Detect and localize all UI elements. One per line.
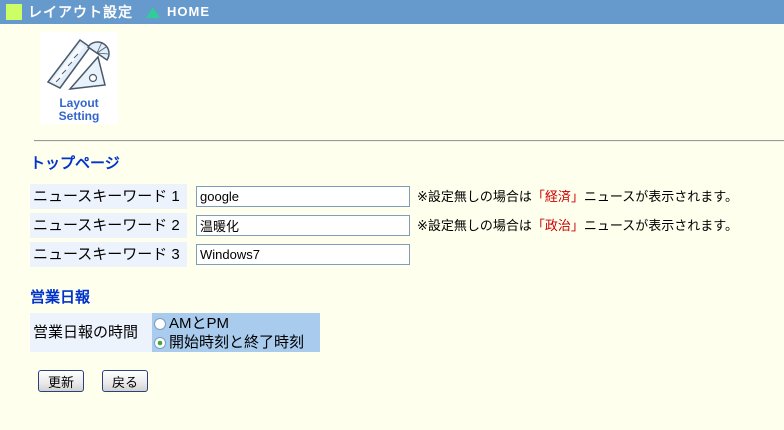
section-title-top-page: トップページ [30,155,120,172]
radio-icon[interactable] [154,317,166,330]
radio-option-start-end-time[interactable]: 開始時刻と終了時刻 [154,333,320,352]
icon-caption-line2: Setting [58,109,100,123]
layout-setting-icon: Layout Setting [40,32,118,124]
radio-option-label: 開始時刻と終了時刻 [169,334,305,351]
horizontal-divider [34,140,784,142]
note-highlight: 「政治」 [531,218,584,233]
note-text: ニュースが表示されます。 [583,218,738,233]
radio-option-label: AMとPM [169,315,230,332]
note-highlight: 「経済」 [531,189,584,204]
report-time-options: AMとPM 開始時刻と終了時刻 [152,313,320,352]
keyword2-input[interactable] [196,215,410,236]
note-text: ※設定無しの場合は [417,218,532,233]
note-text: ニュースが表示されます。 [583,189,738,204]
keyword1-label: ニュースキーワード 1 [30,184,187,209]
section-title-sales-report: 営業日報 [30,289,91,306]
keyword2-note: ※設定無しの場合は「政治」ニュースが表示されます。 [417,215,738,236]
header-bar: レイアウト設定 HOME [0,0,784,24]
home-triangle-icon [146,7,160,18]
keyword1-input[interactable] [196,186,410,207]
page-title: レイアウト設定 [28,4,133,20]
keyword2-label: ニュースキーワード 2 [30,213,187,238]
back-button[interactable]: 戻る [102,370,149,392]
header-square-icon [6,4,22,20]
icon-caption-line1: Layout [59,96,99,110]
keyword3-input[interactable] [196,244,410,265]
report-time-label: 営業日報の時間 [30,313,152,352]
keyword1-note: ※設定無しの場合は「経済」ニュースが表示されます。 [417,186,738,207]
ruler-protractor-drawing [46,38,110,90]
radio-icon[interactable] [154,336,166,349]
home-link[interactable]: HOME [167,4,210,19]
update-button[interactable]: 更新 [38,370,85,392]
radio-option-am-pm[interactable]: AMとPM [154,314,320,333]
keyword3-label: ニュースキーワード 3 [30,242,187,267]
note-text: ※設定無しの場合は [417,189,532,204]
